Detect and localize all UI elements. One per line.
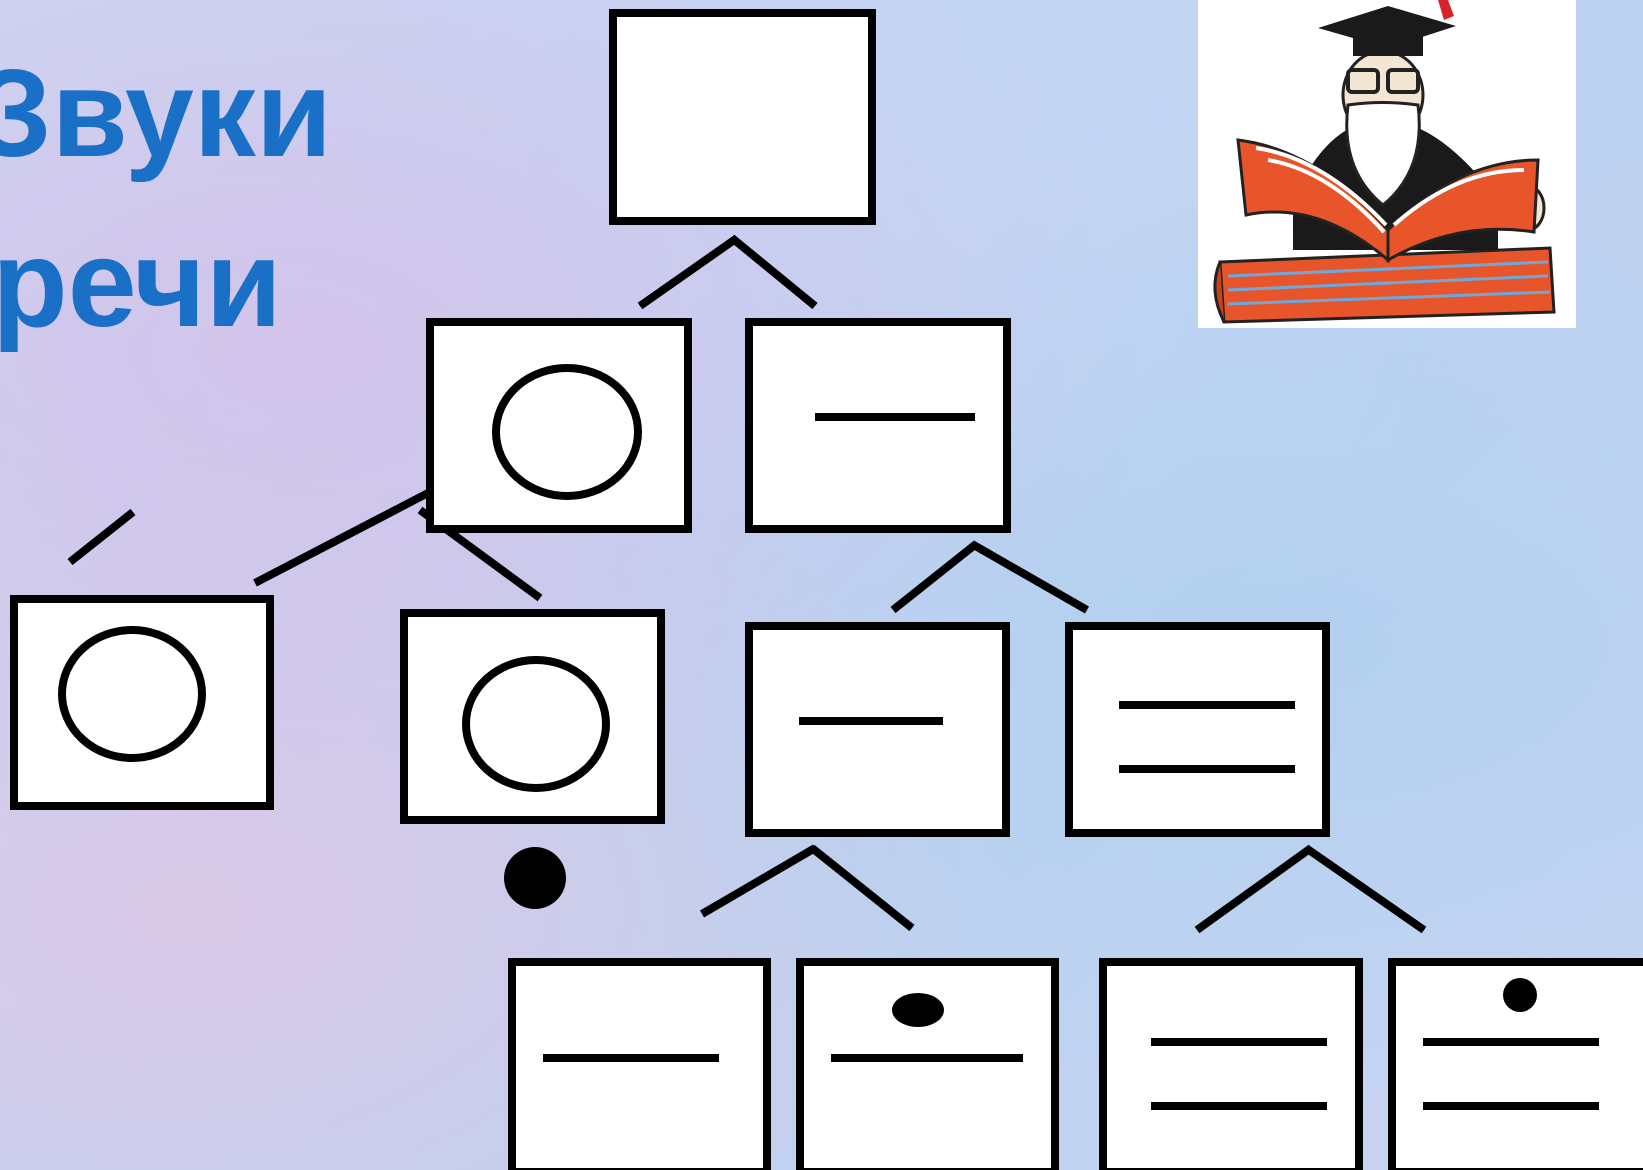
node-hard-paired xyxy=(796,958,1059,1170)
node-vowel-unstressed xyxy=(10,595,274,810)
vowel-circle-icon xyxy=(492,364,642,500)
title-line-1: Звуки xyxy=(0,45,333,183)
paired-dot-icon xyxy=(1503,978,1537,1012)
connector-soft-paired xyxy=(1303,844,1427,934)
vowel-circle-icon xyxy=(462,656,610,792)
vowel-circle-icon xyxy=(58,626,206,762)
node-hard-unpaired xyxy=(508,958,771,1170)
stress-dot-icon xyxy=(504,847,566,909)
title-line-2: речи xyxy=(0,215,282,353)
connector-vowel-unstressed xyxy=(253,489,430,587)
connector-root-vowel xyxy=(637,234,740,310)
professor-reading-book-icon xyxy=(1198,0,1576,328)
node-consonant xyxy=(745,318,1011,533)
connector-hard-paired xyxy=(809,844,915,932)
connector-stray xyxy=(67,508,136,566)
connector-root-consonant xyxy=(729,234,818,310)
node-soft-unpaired xyxy=(1099,958,1363,1170)
node-root xyxy=(609,9,876,225)
node-vowel-stressed xyxy=(400,609,665,824)
connector-consonant-hard xyxy=(890,540,979,614)
node-consonant-soft xyxy=(1065,622,1330,837)
node-vowel xyxy=(426,318,692,533)
connector-hard-unpaired xyxy=(699,844,818,918)
node-consonant-hard xyxy=(745,622,1010,837)
connector-soft-unpaired xyxy=(1194,844,1314,934)
connector-consonant-soft xyxy=(970,540,1089,614)
paired-dot-icon xyxy=(892,993,944,1027)
